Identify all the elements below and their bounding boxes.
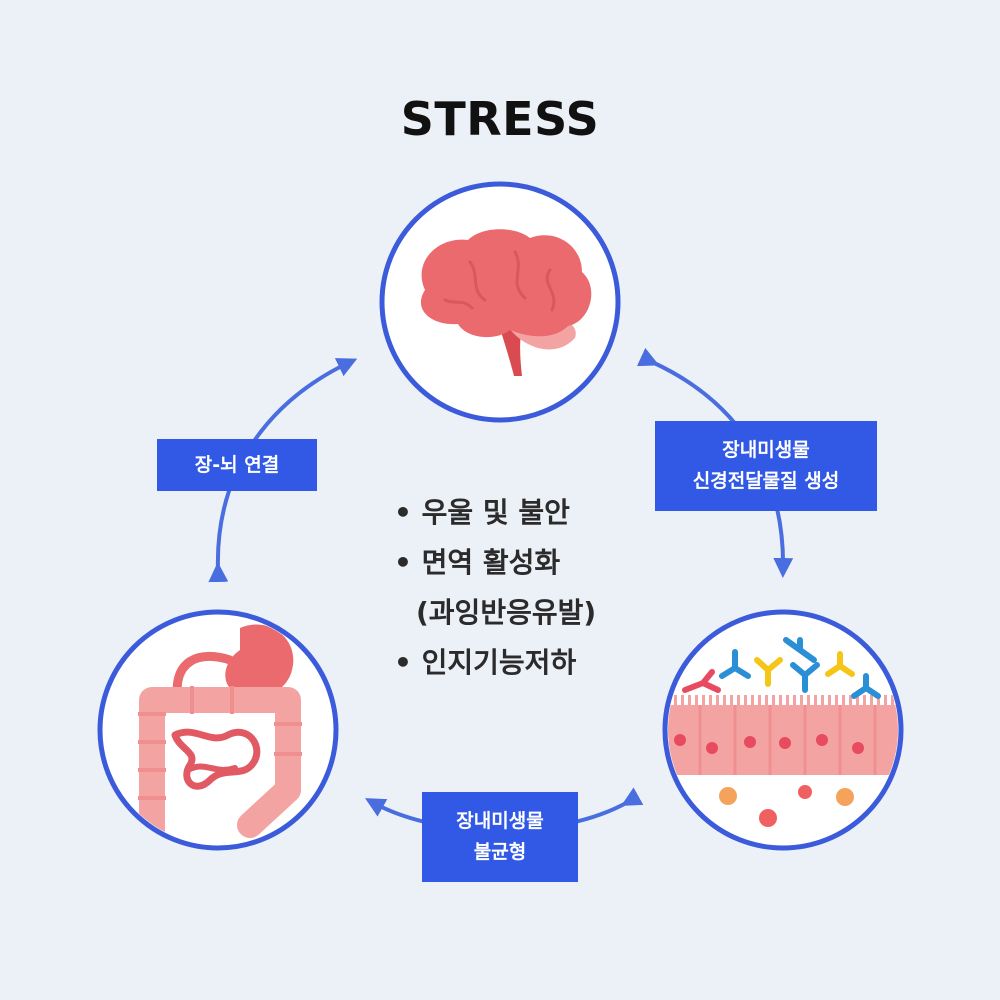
effect-depression-anxiety: • 우울 및 불안 (394, 496, 570, 529)
diagram-title: STRESS (400, 92, 600, 146)
intestine-circle (97, 609, 339, 851)
effect-immune-activation: • 면역 활성화 (394, 546, 561, 579)
neurotransmitter-label-line-1: 장내미생물 (722, 439, 810, 461)
imbalance-label-line-1: 장내미생물 (456, 810, 544, 832)
brain-icon (420, 229, 592, 376)
microbiome-imbalance-label: 장내미생물 불균형 (422, 792, 578, 882)
microbiome-circle (662, 609, 904, 851)
effect-cognitive-decline: • 인지기능저하 (394, 646, 577, 679)
gut-lining-microbes-icon (668, 637, 898, 827)
neurotransmitter-label: 장내미생물 신경전달물질 생성 (655, 421, 877, 511)
gut-brain-label-text: 장-뇌 연결 (194, 453, 280, 476)
neurotransmitter-label-line-2: 신경전달물질 생성 (692, 470, 840, 492)
imbalance-label-line-2: 불균형 (473, 841, 527, 863)
effects-list: • 우울 및 불안 • 면역 활성화 (과잉반응유발) • 인지기능저하 (394, 488, 654, 688)
effect-immune-activation-note: (과잉반응유발) (416, 596, 597, 629)
intestine-icon (138, 624, 302, 843)
brain-circle (379, 181, 621, 423)
gut-brain-connection-label: 장-뇌 연결 (157, 439, 317, 491)
